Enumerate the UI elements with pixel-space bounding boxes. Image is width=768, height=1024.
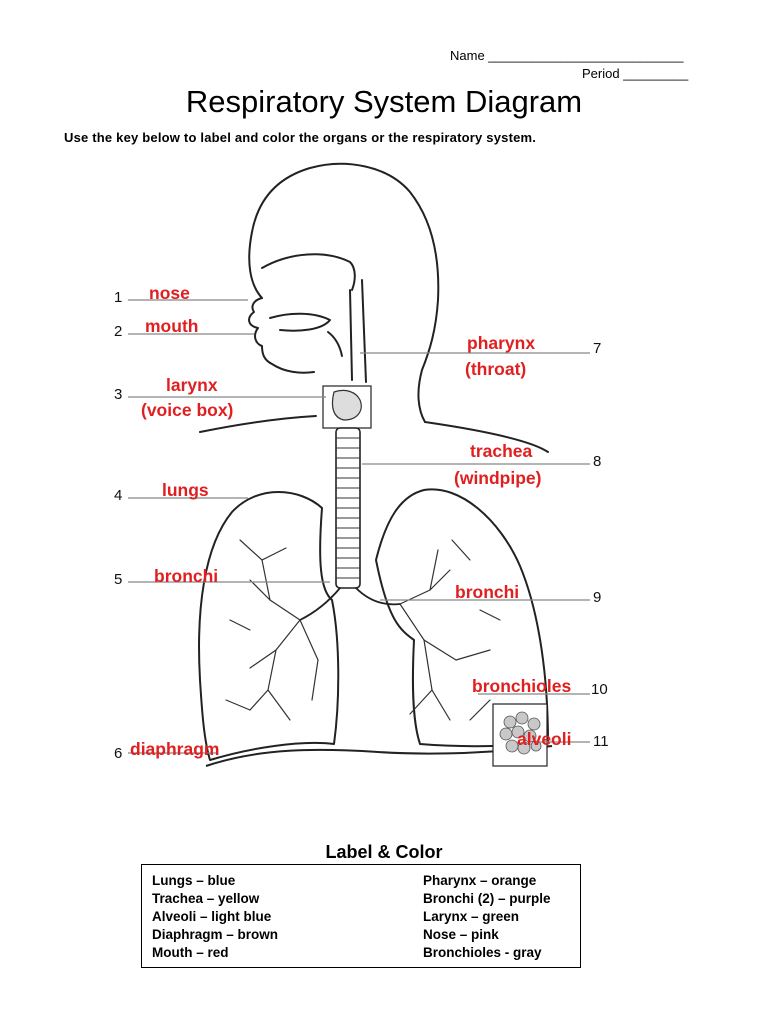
label-number-7: 7 xyxy=(593,340,601,357)
head-outline xyxy=(248,162,440,423)
label-larynx-sub: (voice box) xyxy=(141,400,233,420)
mouth-cavity xyxy=(269,312,331,332)
left-bronchus xyxy=(299,587,341,621)
label-number-5: 5 xyxy=(114,571,122,588)
pharynx-wall xyxy=(349,289,353,381)
label-number-11: 11 xyxy=(593,733,609,750)
key-item: Alveoli – light blue xyxy=(152,909,272,924)
label-trachea: trachea xyxy=(470,441,533,461)
epiglottis xyxy=(327,331,343,357)
page-title: Respiratory System Diagram xyxy=(185,84,583,119)
color-key-box: Lungs – blue Trachea – yellow Alveoli – … xyxy=(141,864,581,968)
label-pharynx: pharynx xyxy=(467,333,535,353)
key-item: Diaphragm – brown xyxy=(152,927,279,942)
label-number-8: 8 xyxy=(593,453,601,470)
key-item: Pharynx – orange xyxy=(423,873,537,888)
key-heading: Label & Color xyxy=(325,842,443,862)
label-bronchioles: bronchioles xyxy=(472,676,571,696)
label-pharynx-sub: (throat) xyxy=(465,359,526,379)
key-item: Bronchi (2) – purple xyxy=(423,891,551,906)
period-field: Period _________ xyxy=(582,66,689,81)
neck-back xyxy=(424,421,549,453)
instructions: Use the key below to label and color the… xyxy=(64,130,537,145)
label-alveoli: alveoli xyxy=(517,729,571,749)
label-trachea-sub: (windpipe) xyxy=(454,468,541,488)
key-item: Trachea – yellow xyxy=(152,891,260,906)
label-lungs: lungs xyxy=(162,480,209,500)
face-profile xyxy=(248,297,315,374)
key-column-left: Lungs – blue Trachea – yellow Alveoli – … xyxy=(152,872,278,962)
key-item: Larynx – green xyxy=(423,909,520,924)
label-number-9: 9 xyxy=(593,589,601,606)
shoulder-front xyxy=(199,415,317,433)
label-number-4: 4 xyxy=(114,487,122,504)
key-item: Nose – pink xyxy=(423,927,499,942)
label-bronchi-left: bronchi xyxy=(154,566,218,586)
pharynx-wall-2 xyxy=(361,279,367,383)
label-number-3: 3 xyxy=(114,386,122,403)
label-number-10: 10 xyxy=(591,681,608,698)
label-bronchi-right: bronchi xyxy=(455,582,519,602)
key-item: Mouth – red xyxy=(152,945,229,960)
left-lung xyxy=(198,491,340,761)
right-bronchus xyxy=(355,587,401,606)
label-number-1: 1 xyxy=(114,289,122,306)
label-number-2: 2 xyxy=(114,323,122,340)
label-nose: nose xyxy=(149,283,190,303)
key-item: Bronchioles - gray xyxy=(423,945,542,960)
nasal-cavity xyxy=(261,253,356,291)
name-field: Name ___________________________ xyxy=(450,48,684,63)
key-column-right: Pharynx – orange Bronchi (2) – purple La… xyxy=(423,872,551,962)
label-larynx: larynx xyxy=(166,375,218,395)
label-mouth: mouth xyxy=(145,316,198,336)
key-item: Lungs – blue xyxy=(152,873,236,888)
label-number-6: 6 xyxy=(114,745,122,762)
right-lung xyxy=(375,488,549,748)
label-diaphragm: diaphragm xyxy=(130,739,219,759)
